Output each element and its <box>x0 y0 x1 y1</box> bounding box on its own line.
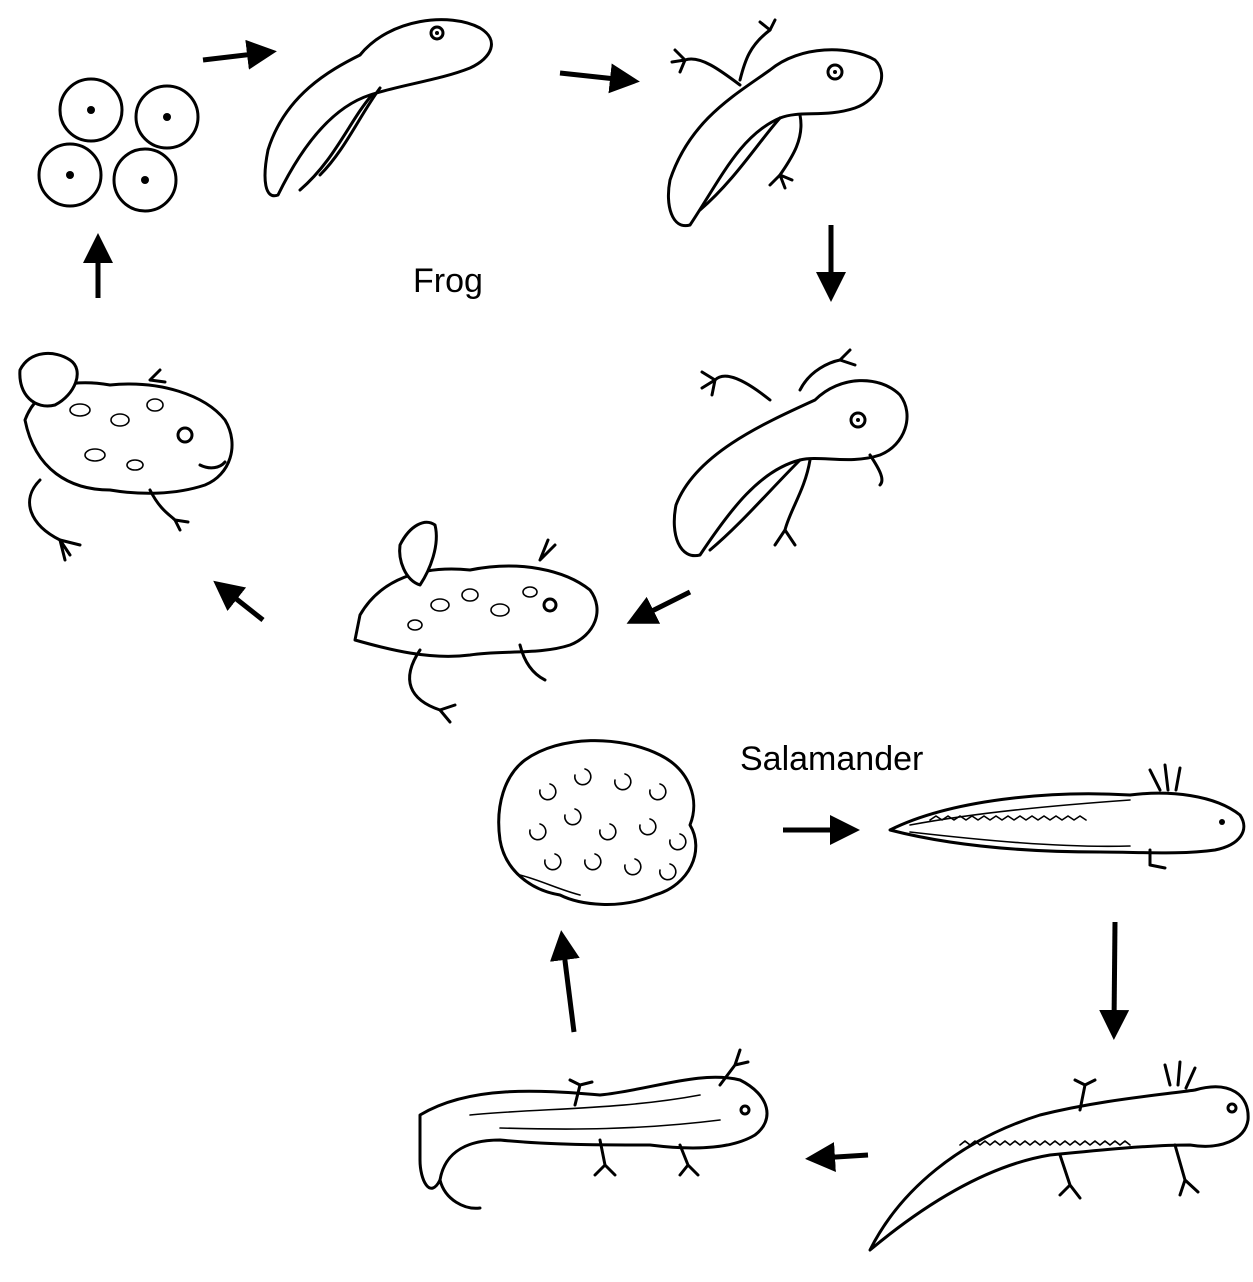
salamander-larva-icon <box>890 765 1244 868</box>
frog-cycle-label: Frog <box>413 264 483 298</box>
froglet-icon <box>355 522 597 722</box>
arrow-juvenile-to-adult <box>820 1155 868 1158</box>
arrow-froglet-to-adult <box>225 590 263 620</box>
arrow-four-legs-to-froglet <box>640 592 690 617</box>
tadpole-four-legs-icon <box>674 350 907 556</box>
adult-frog-icon <box>20 353 232 560</box>
arrow-tadpole-to-hind-legs <box>560 73 625 80</box>
salamander-egg-mass-icon <box>499 741 696 905</box>
adult-salamander-icon <box>420 1050 767 1208</box>
tadpole-icon <box>265 20 491 196</box>
frog-eggs-icon <box>39 79 198 211</box>
salamander-cycle-label: Salamander <box>740 742 923 776</box>
arrow-adult-to-egg-mass <box>563 945 574 1032</box>
salamander-juvenile-icon <box>870 1062 1248 1250</box>
arrow-larva-to-juvenile <box>1114 922 1115 1025</box>
tadpole-hind-legs-icon <box>668 20 881 226</box>
arrow-eggs-to-tadpole <box>203 53 262 60</box>
